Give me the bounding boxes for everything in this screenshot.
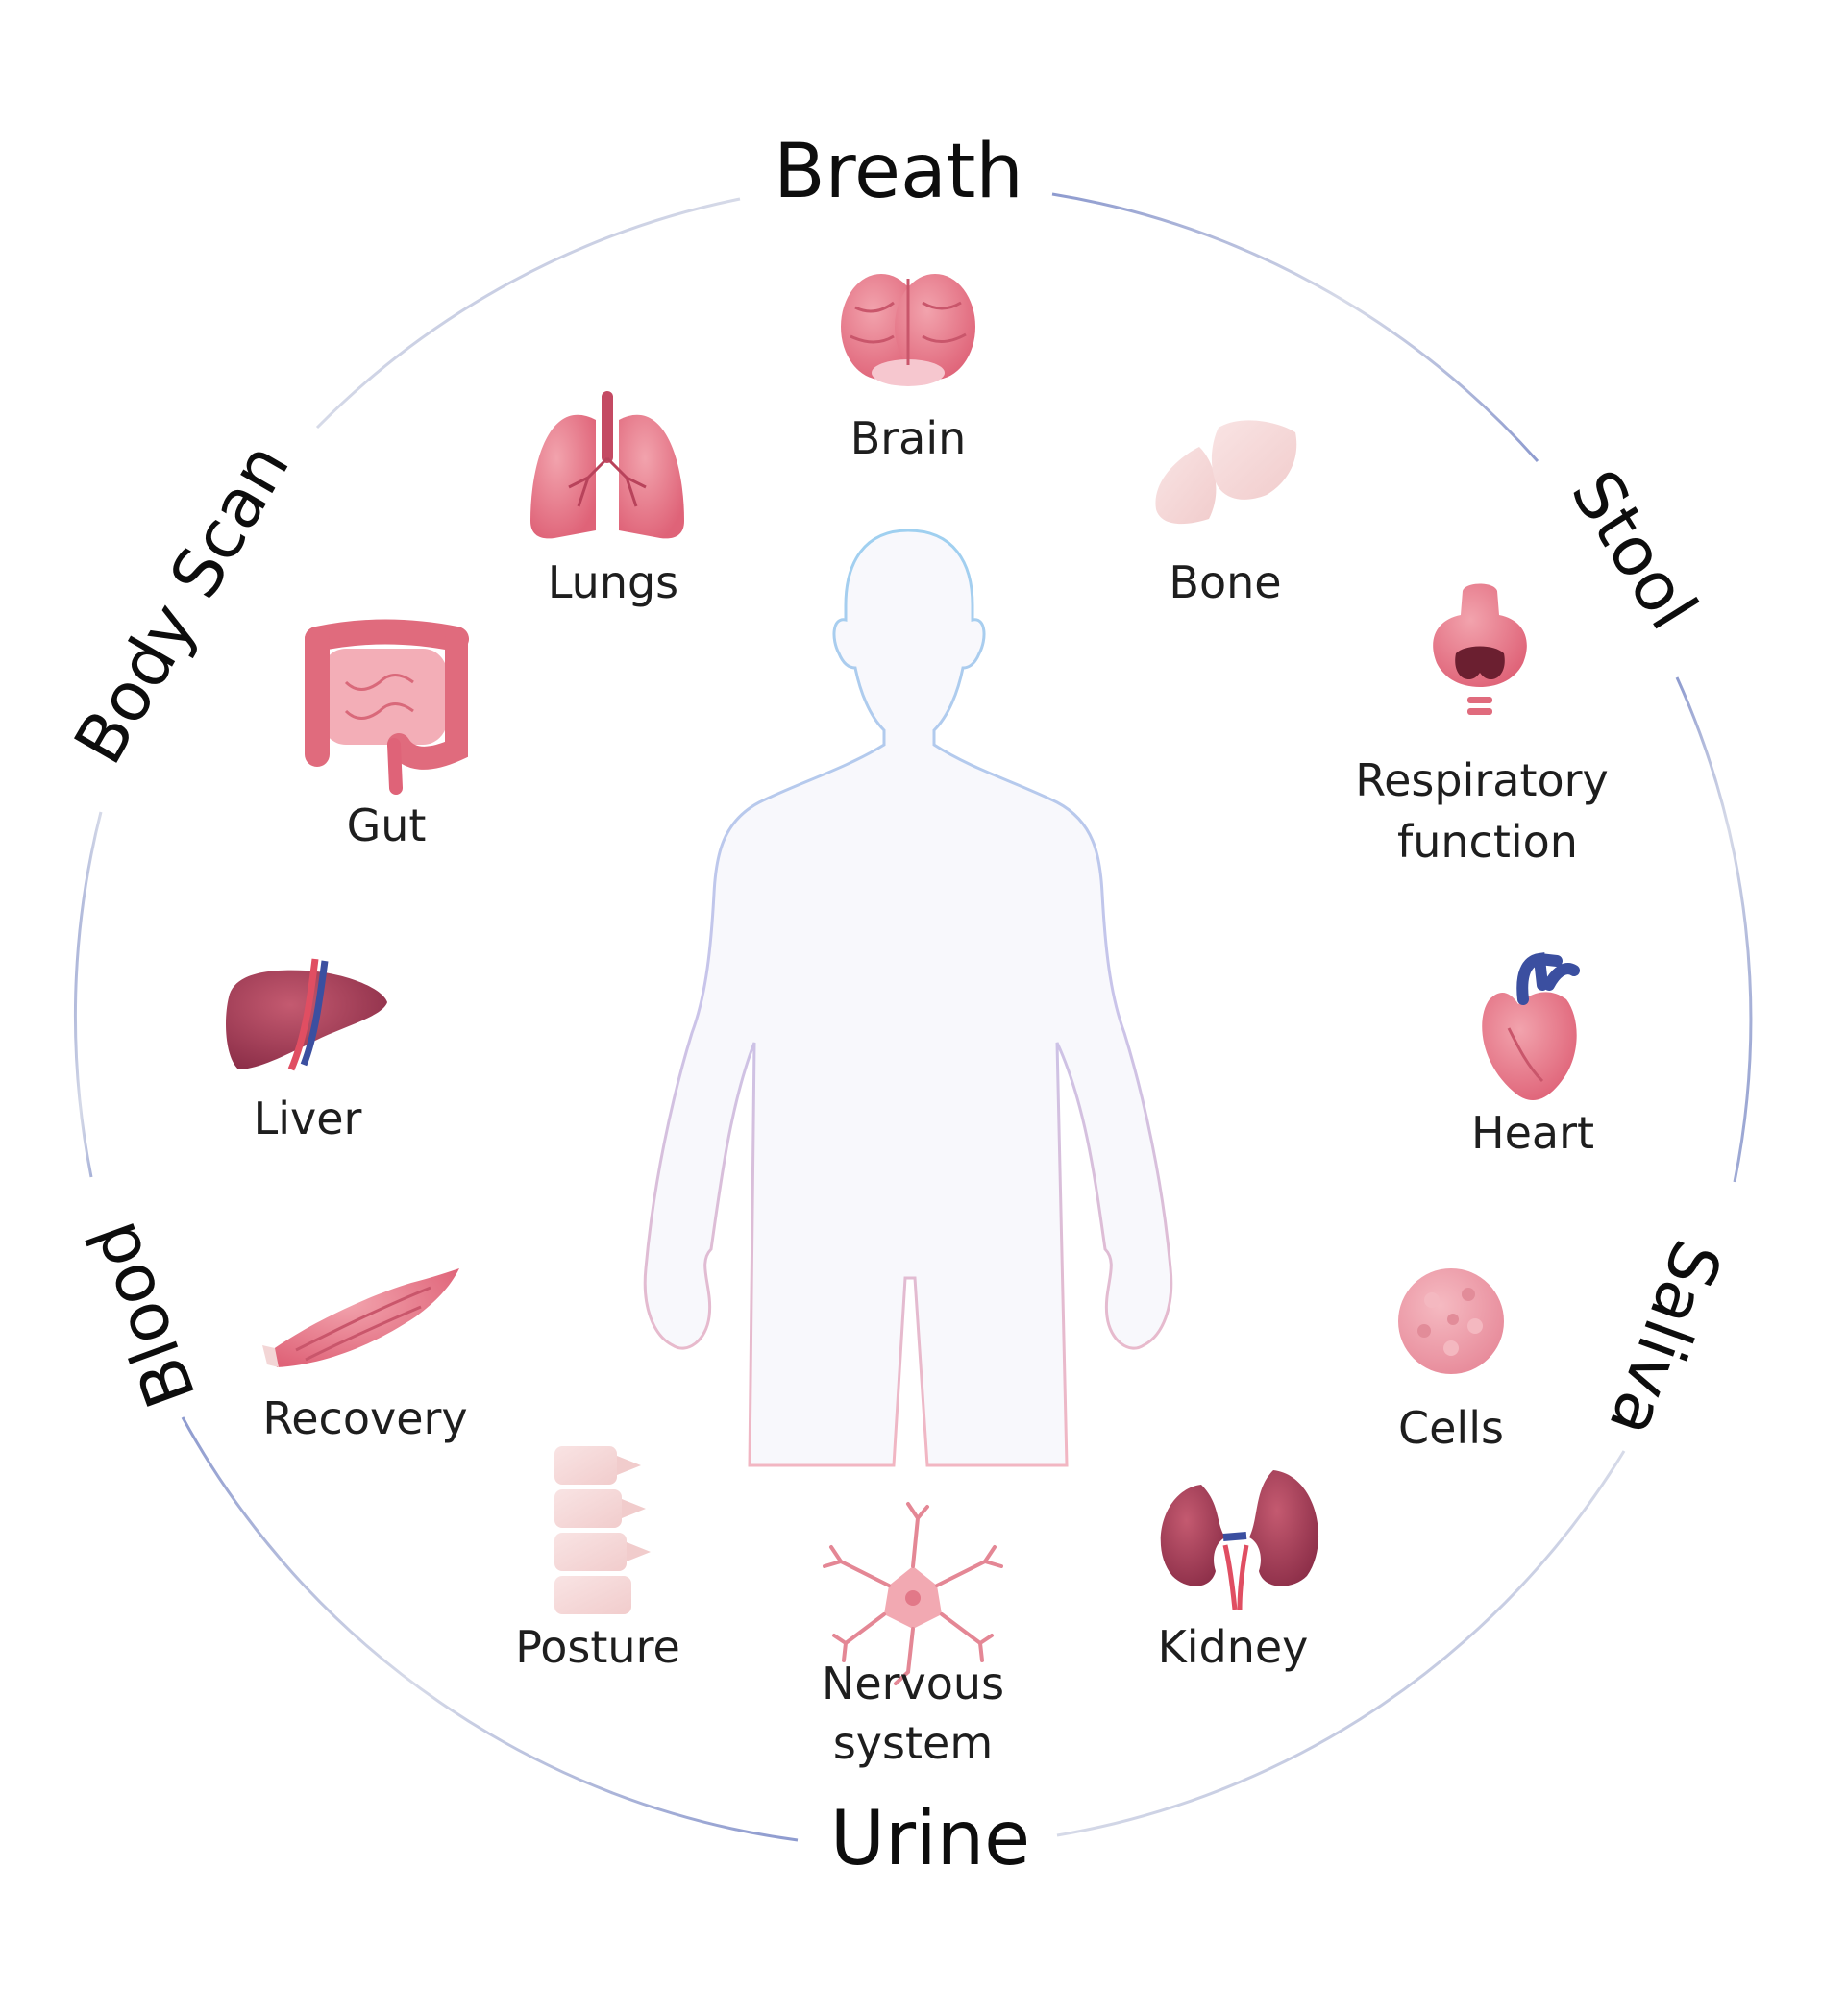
source-label-urine: Urine bbox=[830, 1796, 1030, 1882]
kidney-icon bbox=[1160, 1470, 1319, 1610]
liver-icon bbox=[226, 958, 388, 1071]
neuron-icon bbox=[823, 1502, 1003, 1685]
bone-icon bbox=[1155, 420, 1297, 525]
organ-label-cells: Cells bbox=[1398, 1402, 1504, 1454]
organ-label-liver: Liver bbox=[254, 1093, 362, 1144]
human-silhouette-icon bbox=[643, 529, 1173, 1467]
muscle-icon bbox=[262, 1268, 459, 1367]
source-label-breath: Breath bbox=[774, 129, 1023, 215]
heart-icon bbox=[1482, 952, 1580, 1100]
lungs-icon bbox=[530, 391, 684, 539]
spine-icon bbox=[554, 1446, 651, 1614]
brain-icon bbox=[841, 274, 975, 386]
organ-label-kidney: Kidney bbox=[1158, 1621, 1309, 1673]
organ-label-gut: Gut bbox=[347, 799, 427, 851]
organ-label-recovery: Recovery bbox=[262, 1392, 467, 1444]
source-label-body-scan: Body Scan bbox=[59, 430, 305, 777]
organ-label-brain: Brain bbox=[850, 412, 967, 464]
organ-label-nervous-1: Nervous bbox=[822, 1658, 1004, 1709]
source-label-saliva: Saliva bbox=[1593, 1230, 1736, 1447]
organ-label-lungs: Lungs bbox=[548, 556, 678, 608]
thyroid-icon bbox=[1433, 583, 1527, 715]
cell-icon bbox=[1398, 1268, 1504, 1374]
outer-ring bbox=[73, 192, 1753, 1842]
organ-label-respiratory-1: Respiratory bbox=[1355, 754, 1609, 806]
organ-label-nervous-2: system bbox=[833, 1717, 993, 1769]
source-label-blood: Blood bbox=[72, 1212, 211, 1417]
organ-label-heart: Heart bbox=[1471, 1107, 1594, 1159]
organ-label-respiratory-2: function bbox=[1397, 816, 1578, 868]
organ-label-posture: Posture bbox=[515, 1621, 680, 1673]
organ-label-bone: Bone bbox=[1169, 556, 1281, 608]
gut-icon bbox=[305, 619, 469, 795]
source-label-stool: Stool bbox=[1556, 457, 1712, 644]
